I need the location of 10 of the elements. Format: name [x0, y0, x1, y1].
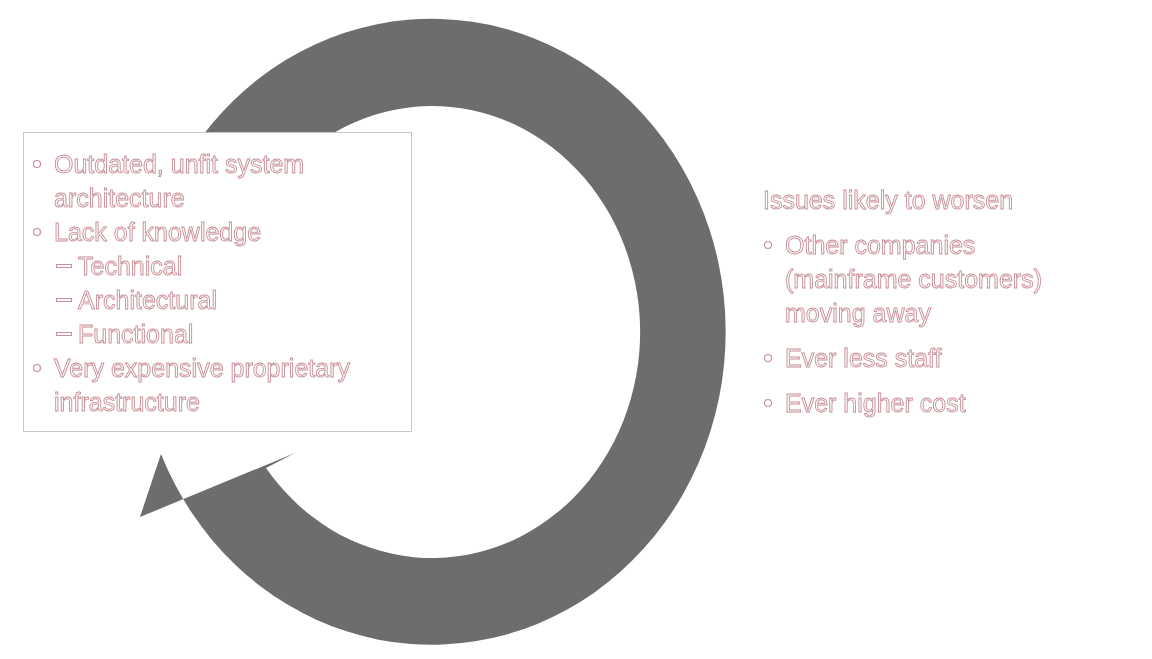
list-item: Very expensive proprietary infrastructure	[54, 353, 352, 418]
list-item: Architectural	[78, 285, 218, 316]
list-item: Other companies (mainframe customers) moving away	[785, 230, 1043, 330]
list-item: Ever higher cost	[785, 388, 967, 420]
text-box	[23, 132, 412, 432]
list-item: Lack of knowledge	[54, 217, 263, 249]
heading: Issues likely to worsen	[763, 185, 1015, 217]
list-item: Technical	[78, 251, 184, 282]
list-item: Functional	[78, 319, 195, 350]
list-item: Outdated, unfit system architecture	[54, 149, 306, 214]
